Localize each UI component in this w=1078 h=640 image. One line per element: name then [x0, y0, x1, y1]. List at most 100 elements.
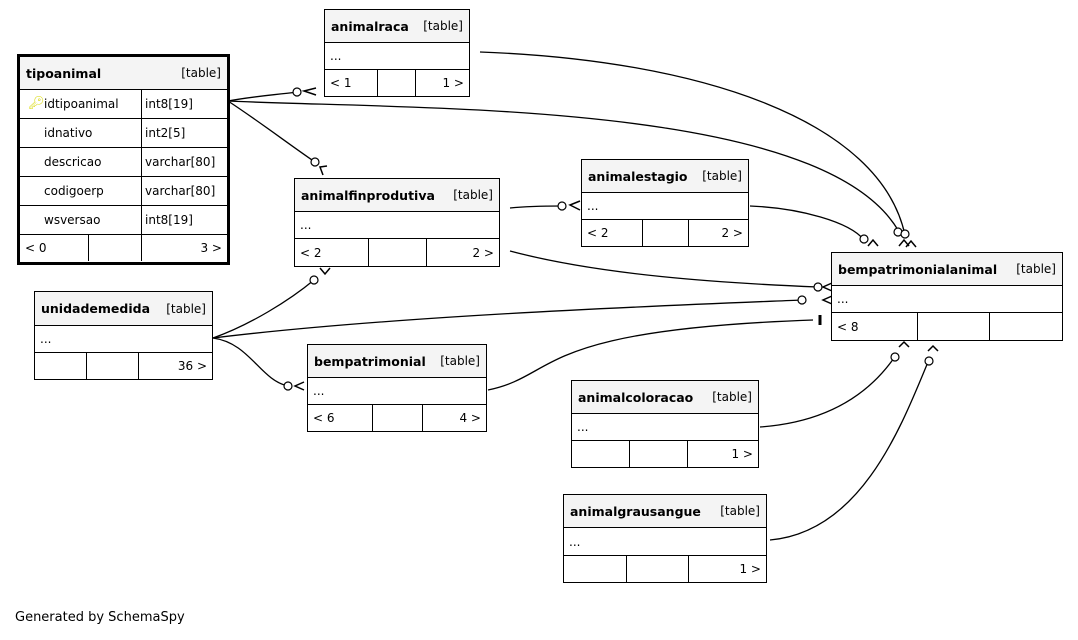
column-name: codigoerp: [44, 184, 104, 198]
table-header: bempatrimonialanimal [table]: [832, 253, 1062, 286]
columns-collapsed: ...: [564, 528, 766, 556]
edge-animalgrausangue-bempatrimonialanimal: [769, 361, 929, 541]
table-footer: < 6 4 >: [308, 405, 486, 431]
column-type: varchar[80]: [145, 155, 216, 169]
column-type: int8[19]: [145, 213, 193, 227]
column-row: descricao varchar[80]: [20, 148, 227, 177]
column-row: codigoerp varchar[80]: [20, 177, 227, 206]
table-footer: 1 >: [572, 441, 758, 467]
parents-count[interactable]: < 6: [308, 405, 373, 431]
children-count[interactable]: 1 >: [442, 76, 464, 90]
children-count[interactable]: 4 >: [459, 411, 481, 425]
table-header: animalraca [table]: [325, 10, 469, 43]
table-animalgrausangue[interactable]: animalgrausangue [table] ... 1 >: [563, 494, 767, 583]
table-footer: < 1 1 >: [325, 70, 469, 96]
key-icon: 🔑︎: [28, 96, 45, 111]
children-count[interactable]: 1 >: [739, 562, 761, 576]
children-count[interactable]: [990, 313, 1062, 340]
edge-animalfinprodutiva-bempatrimonialanimal: [509, 250, 819, 288]
parents-count[interactable]: < 2: [295, 239, 369, 266]
table-animalcoloracao[interactable]: animalcoloracao [table] ... 1 >: [571, 380, 759, 468]
table-header: animalestagio [table]: [582, 160, 748, 193]
table-name: tipoanimal: [26, 65, 102, 81]
generated-by-footer: Generated by SchemaSpy: [15, 610, 185, 625]
table-tag: [table]: [720, 504, 760, 518]
table-name: animalfinprodutiva: [301, 187, 435, 203]
edge-crowfoot-markers: [293, 87, 939, 391]
table-header: animalfinprodutiva [table]: [295, 179, 499, 212]
column-row: 🔑︎idtipoanimal int8[19]: [20, 90, 227, 119]
children-count[interactable]: 36 >: [177, 359, 207, 373]
column-type: varchar[80]: [145, 184, 216, 198]
columns-collapsed: ...: [582, 193, 748, 220]
parents-count[interactable]: < 0: [20, 235, 89, 261]
table-animalfinprodutiva[interactable]: animalfinprodutiva [table] ... < 2 2 >: [294, 178, 500, 267]
table-name: animalgrausangue: [570, 503, 701, 519]
table-tag: [table]: [181, 66, 221, 80]
table-name: unidademedida: [41, 301, 151, 316]
table-tag: [table]: [1016, 262, 1056, 276]
table-header: unidademedida [table]: [35, 292, 212, 326]
edge-tipoanimal-animalfinprodutiva: [227, 100, 316, 163]
children-count[interactable]: 3 >: [200, 241, 222, 255]
table-footer: < 2 2 >: [295, 239, 499, 266]
parents-count[interactable]: [564, 556, 627, 582]
column-row: idnativo int2[5]: [20, 119, 227, 148]
edge-animalraca-bempatrimonialanimal: [479, 51, 906, 236]
parents-count[interactable]: < 1: [325, 70, 378, 96]
column-name: descricao: [44, 155, 102, 169]
column-type: int2[5]: [145, 126, 186, 140]
children-count[interactable]: 1 >: [731, 447, 753, 461]
table-bempatrimonial[interactable]: bempatrimonial [table] ... < 6 4 >: [307, 344, 487, 432]
table-footer: 36 >: [35, 353, 212, 379]
parents-count[interactable]: < 2: [582, 220, 643, 246]
table-tag: [table]: [440, 354, 480, 368]
table-name: bempatrimonial: [314, 353, 426, 369]
table-tag: [table]: [166, 301, 206, 316]
edge-tipoanimal-bempatrimonialanimal: [227, 100, 899, 231]
table-animalraca[interactable]: animalraca [table] ... < 1 1 >: [324, 9, 470, 97]
table-header: animalcoloracao [table]: [572, 381, 758, 414]
columns-collapsed: ...: [35, 326, 212, 353]
table-footer: < 0 3 >: [20, 235, 227, 261]
table-name: animalcoloracao: [578, 389, 694, 405]
edge-animalcoloracao-bempatrimonialanimal: [759, 357, 895, 428]
table-name: animalestagio: [588, 168, 688, 184]
table-name: bempatrimonialanimal: [838, 261, 998, 277]
column-type: int8[19]: [145, 97, 193, 111]
columns-collapsed: ...: [308, 378, 486, 405]
table-animalestagio[interactable]: animalestagio [table] ... < 2 2 >: [581, 159, 749, 247]
table-name: animalraca: [331, 18, 409, 34]
table-tag: [table]: [712, 390, 752, 404]
table-header: animalgrausangue [table]: [564, 495, 766, 528]
edge-bempatrimonial-bempatrimonialanimal: [487, 319, 814, 391]
table-header: tipoanimal [table]: [20, 57, 227, 90]
children-count[interactable]: 2 >: [721, 226, 743, 240]
parents-count[interactable]: [35, 353, 87, 379]
table-footer: < 2 2 >: [582, 220, 748, 246]
column-row: wsversao int8[19]: [20, 206, 227, 235]
table-tag: [table]: [423, 19, 463, 33]
parents-count[interactable]: [572, 441, 630, 467]
table-unidademedida[interactable]: unidademedida [table] ... 36 >: [34, 291, 213, 380]
edge-optional-markers: [283, 87, 934, 391]
children-count[interactable]: 2 >: [472, 245, 494, 260]
edge-unidademedida-bempatrimonialanimal: [212, 299, 803, 339]
table-footer: < 8: [832, 313, 1062, 340]
table-tag: [table]: [702, 169, 742, 183]
parents-count[interactable]: < 8: [832, 313, 918, 340]
edge-animalestagio-bempatrimonialanimal: [749, 205, 865, 241]
table-bempatrimonialanimal[interactable]: bempatrimonialanimal [table] ... < 8: [831, 252, 1063, 341]
column-name: wsversao: [44, 213, 101, 227]
column-name: idtipoanimal: [44, 97, 119, 111]
table-footer: 1 >: [564, 556, 766, 582]
table-header: bempatrimonial [table]: [308, 345, 486, 378]
columns-collapsed: ...: [295, 212, 499, 239]
table-tipoanimal[interactable]: tipoanimal [table] 🔑︎idtipoanimal int8[1…: [17, 54, 230, 265]
edge-unidademedida-bempatrimonial: [212, 337, 289, 387]
column-name: idnativo: [44, 126, 93, 140]
edge-animalfinprodutiva-animalestagio: [509, 205, 563, 209]
table-tag: [table]: [453, 188, 493, 202]
edge-tipoanimal-animalraca: [227, 91, 298, 102]
